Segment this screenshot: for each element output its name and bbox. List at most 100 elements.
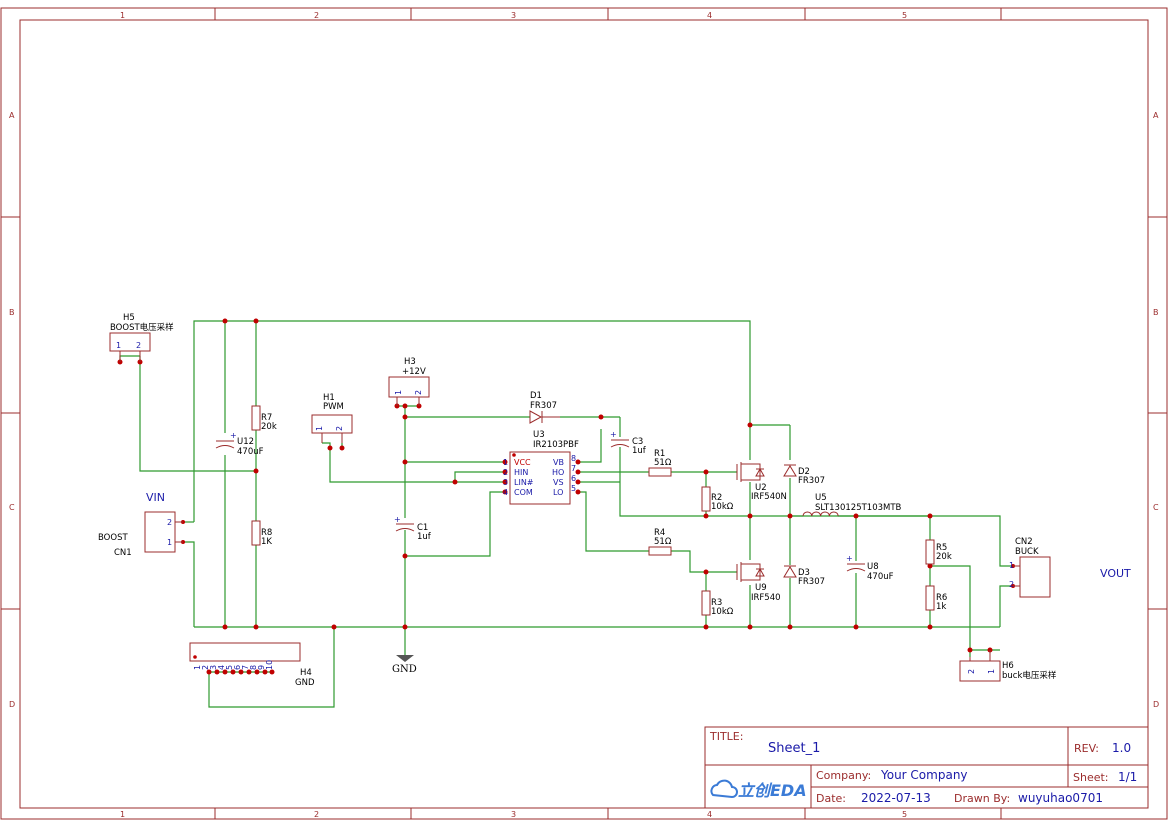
r6-ref: R6 — [936, 593, 947, 603]
col-label: 2 — [314, 11, 319, 20]
date-value: 2022-07-13 — [861, 791, 931, 805]
c3-ref: C3 — [632, 437, 643, 447]
u9-ref: U9 — [755, 583, 767, 593]
u3-value: IR2103PBF — [533, 440, 579, 450]
cn1-connector: 2 1 CN1 — [114, 511, 183, 558]
r8-value: 1K — [261, 537, 272, 547]
d1-ref: D1 — [530, 391, 542, 401]
cn2-ref: CN2 — [1015, 537, 1033, 547]
h3-pin-1: 1 — [394, 390, 403, 395]
u2-mosfet: U2 IRF540N — [736, 462, 787, 502]
h4-pin-8: 8 — [249, 665, 258, 670]
h1-ref: H1 — [323, 393, 335, 403]
cn1-pin-1: 1 — [167, 538, 172, 547]
c3-value: 1uf — [632, 446, 647, 456]
h3-header: H3 +12V 1 2 — [388, 357, 430, 406]
r1-value: 51Ω — [654, 458, 672, 468]
h4-pin-6: 6 — [233, 665, 242, 670]
u2-value: IRF540N — [751, 492, 787, 502]
row-label: B — [9, 308, 15, 317]
u12-capacitor: + U12 470uF — [215, 431, 264, 457]
cn2-pin-1: 1 — [1009, 561, 1014, 570]
r7-ref: R7 — [261, 413, 272, 423]
rev-label: REV: — [1074, 742, 1099, 755]
d3-value: FR307 — [798, 577, 825, 587]
r5-resistor: R5 20k — [925, 539, 952, 565]
u3-pin-name: VB — [553, 458, 564, 467]
d2-value: FR307 — [798, 476, 825, 486]
col-label: 1 — [120, 810, 125, 819]
r4-resistor: R4 51Ω — [648, 528, 672, 556]
h3-value: +12V — [402, 367, 426, 377]
gnd-label: GND — [392, 664, 417, 675]
r2-resistor: R2 10kΩ — [701, 486, 734, 512]
h4-pin-3: 3 — [209, 665, 218, 670]
drawn-by-value: wuyuhao0701 — [1018, 791, 1103, 805]
h4-pin-10: 10 — [265, 660, 274, 670]
vin-net-label: VIN — [146, 491, 165, 504]
h5-header: H5 BOOST电压采样 1 2 — [109, 313, 174, 362]
r6-value: 1k — [936, 602, 946, 612]
col-label: 3 — [511, 810, 516, 819]
r5-value: 20k — [936, 552, 952, 562]
svg-text:+: + — [230, 431, 237, 440]
h1-header: H1 PWM 1 2 — [311, 393, 353, 443]
sheet-title: Sheet_1 — [768, 741, 820, 756]
u3-pin-num: 1 — [503, 458, 508, 467]
c3-capacitor: + C3 1uf — [610, 430, 647, 456]
grid-labels: 1 2 3 4 5 1 2 3 4 5 A B C D A B C D — [9, 11, 1159, 819]
h4-header: 1 2 3 4 5 6 7 8 9 10 H4 GND — [189, 642, 315, 688]
h6-value: buck电压采样 — [1002, 670, 1057, 681]
logo-text: 立创EDA — [738, 781, 807, 800]
row-label: D — [1153, 700, 1159, 709]
cn1-ref: CN1 — [114, 548, 132, 558]
r5-ref: R5 — [936, 543, 947, 553]
row-label: C — [9, 503, 15, 512]
h1-pin-1: 1 — [315, 426, 324, 431]
r1-ref: R1 — [654, 449, 665, 459]
col-label: 4 — [707, 810, 712, 819]
u3-pin-num: 7 — [571, 464, 576, 473]
d2-ref: D2 — [798, 467, 810, 477]
u3-pin-num: 5 — [571, 484, 576, 493]
u9-value: IRF540 — [751, 593, 781, 603]
u12-ref: U12 — [237, 437, 254, 447]
h4-pin-9: 9 — [257, 665, 266, 670]
h4-pin-4: 4 — [217, 665, 226, 670]
d1-value: FR307 — [530, 401, 557, 411]
r7-value: 20k — [261, 422, 277, 432]
h1-value: PWM — [323, 402, 344, 412]
d3-diode: D3 FR307 — [783, 565, 825, 587]
col-label: 1 — [120, 11, 125, 20]
h5-pin-2: 2 — [136, 341, 141, 350]
h1-pin-2: 2 — [335, 426, 344, 431]
d3-ref: D3 — [798, 568, 810, 578]
u3-pin-name: HIN — [514, 468, 528, 477]
h6-ref: H6 — [1002, 661, 1014, 671]
u9-mosfet: U9 IRF540 — [736, 562, 781, 603]
u3-pin-num: 6 — [571, 474, 576, 483]
h5-pin-1: 1 — [116, 341, 121, 350]
h3-pin-2: 2 — [414, 390, 423, 395]
row-label: A — [9, 111, 15, 120]
col-label: 5 — [902, 810, 907, 819]
r1-resistor: R1 51Ω — [648, 449, 672, 477]
u12-value: 470uF — [237, 447, 264, 457]
u3-pin-name: VCC — [514, 458, 531, 467]
r2-value: 10kΩ — [711, 502, 734, 512]
r8-resistor: R8 1K — [251, 520, 272, 547]
r3-value: 10kΩ — [711, 607, 734, 617]
d1-diode: D1 FR307 — [529, 391, 560, 424]
company-label: Company: — [816, 769, 871, 782]
h4-pin-2: 2 — [201, 665, 210, 670]
r7-resistor: R7 20k — [251, 405, 277, 432]
sheet-label: Sheet: — [1073, 771, 1109, 784]
u5-ref: U5 — [815, 493, 827, 503]
h5-value: BOOST电压采样 — [110, 322, 174, 333]
u3-gate-driver: U3 IR2103PBF 1 2 3 4 VCC HIN LIN# COM 8 … — [503, 430, 579, 505]
wires — [119, 320, 1013, 708]
u3-pin-name: LIN# — [514, 478, 534, 487]
u3-pin-name: HO — [552, 468, 564, 477]
c1-ref: C1 — [417, 523, 428, 533]
u8-value: 470uF — [867, 572, 894, 582]
